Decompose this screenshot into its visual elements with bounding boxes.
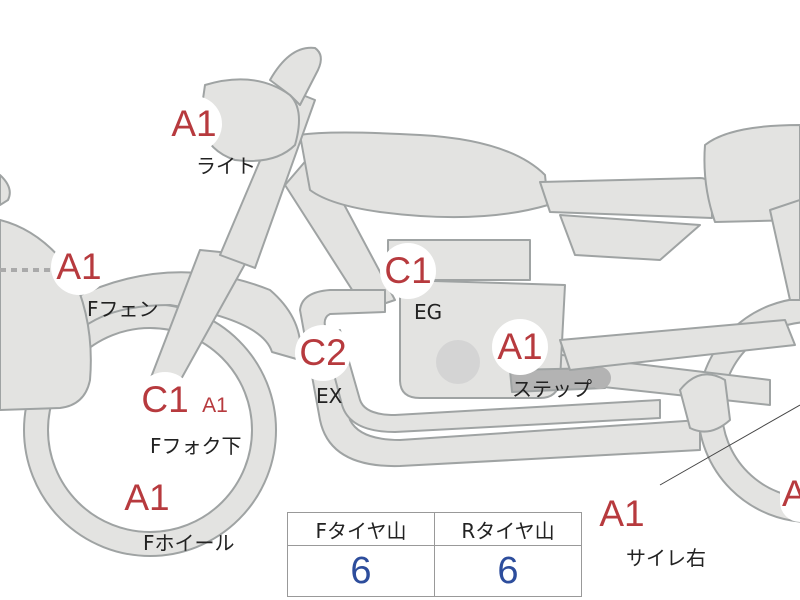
front-fender-label: Fフェン [87, 297, 159, 321]
muffler-leader-line [659, 404, 800, 486]
handlebar [269, 46, 322, 106]
exhaust-grade-badge: C2 [295, 325, 351, 381]
tire-table-value-row: 6 6 [287, 545, 582, 597]
exhaust-label: EX [316, 384, 343, 408]
front-wheel-label: Fホイール [143, 531, 235, 555]
front-cowl-tip [0, 174, 11, 206]
front-wheel-grade-badge: A1 [119, 470, 175, 526]
footpeg-label: ステップ [512, 377, 592, 401]
tire-table-header-row: Fタイヤ山 Rタイヤ山 [287, 512, 582, 546]
headlight [199, 78, 300, 162]
exhaust-pipe-2 [324, 329, 661, 433]
engine-grade-badge: C1 [380, 243, 436, 299]
light-label: ライト [196, 154, 256, 178]
front-fork-grade-badge: C1 [137, 372, 193, 428]
muffler-right-grade-badge: A1 [594, 486, 650, 542]
exhaust-pipe [299, 289, 701, 468]
front-tire-header: Fタイヤ山 [287, 512, 435, 546]
rear-shock [679, 373, 731, 433]
muffler-right-label: サイレ右 [626, 546, 706, 570]
rear-frame-upper [559, 214, 701, 261]
edge-grade-badge: A [780, 466, 800, 522]
front-wheel-inner [25, 305, 275, 555]
front-cowl [0, 219, 92, 411]
rear-cowl [703, 124, 800, 223]
front-tire-value: 6 [287, 545, 435, 597]
engine-cover [436, 340, 480, 384]
swingarm [559, 319, 796, 371]
rear-subframe [769, 199, 800, 301]
rear-tire-header: Rタイヤ山 [434, 512, 582, 546]
tire-tread-table: Fタイヤ山 Rタイヤ山 6 6 [287, 512, 582, 597]
footpeg-grade-badge: A1 [492, 319, 548, 375]
front-fork-secondary-grade-badge: A1 [199, 390, 231, 422]
seat [539, 177, 713, 219]
front-fender-grade-badge: A1 [51, 239, 107, 295]
engine-label: EG [414, 300, 443, 324]
rear-tire-value: 6 [434, 545, 582, 597]
front-fork-label: Fフォク下 [150, 434, 242, 458]
footpeg-knob [589, 367, 611, 389]
light-grade-badge: A1 [166, 96, 222, 152]
